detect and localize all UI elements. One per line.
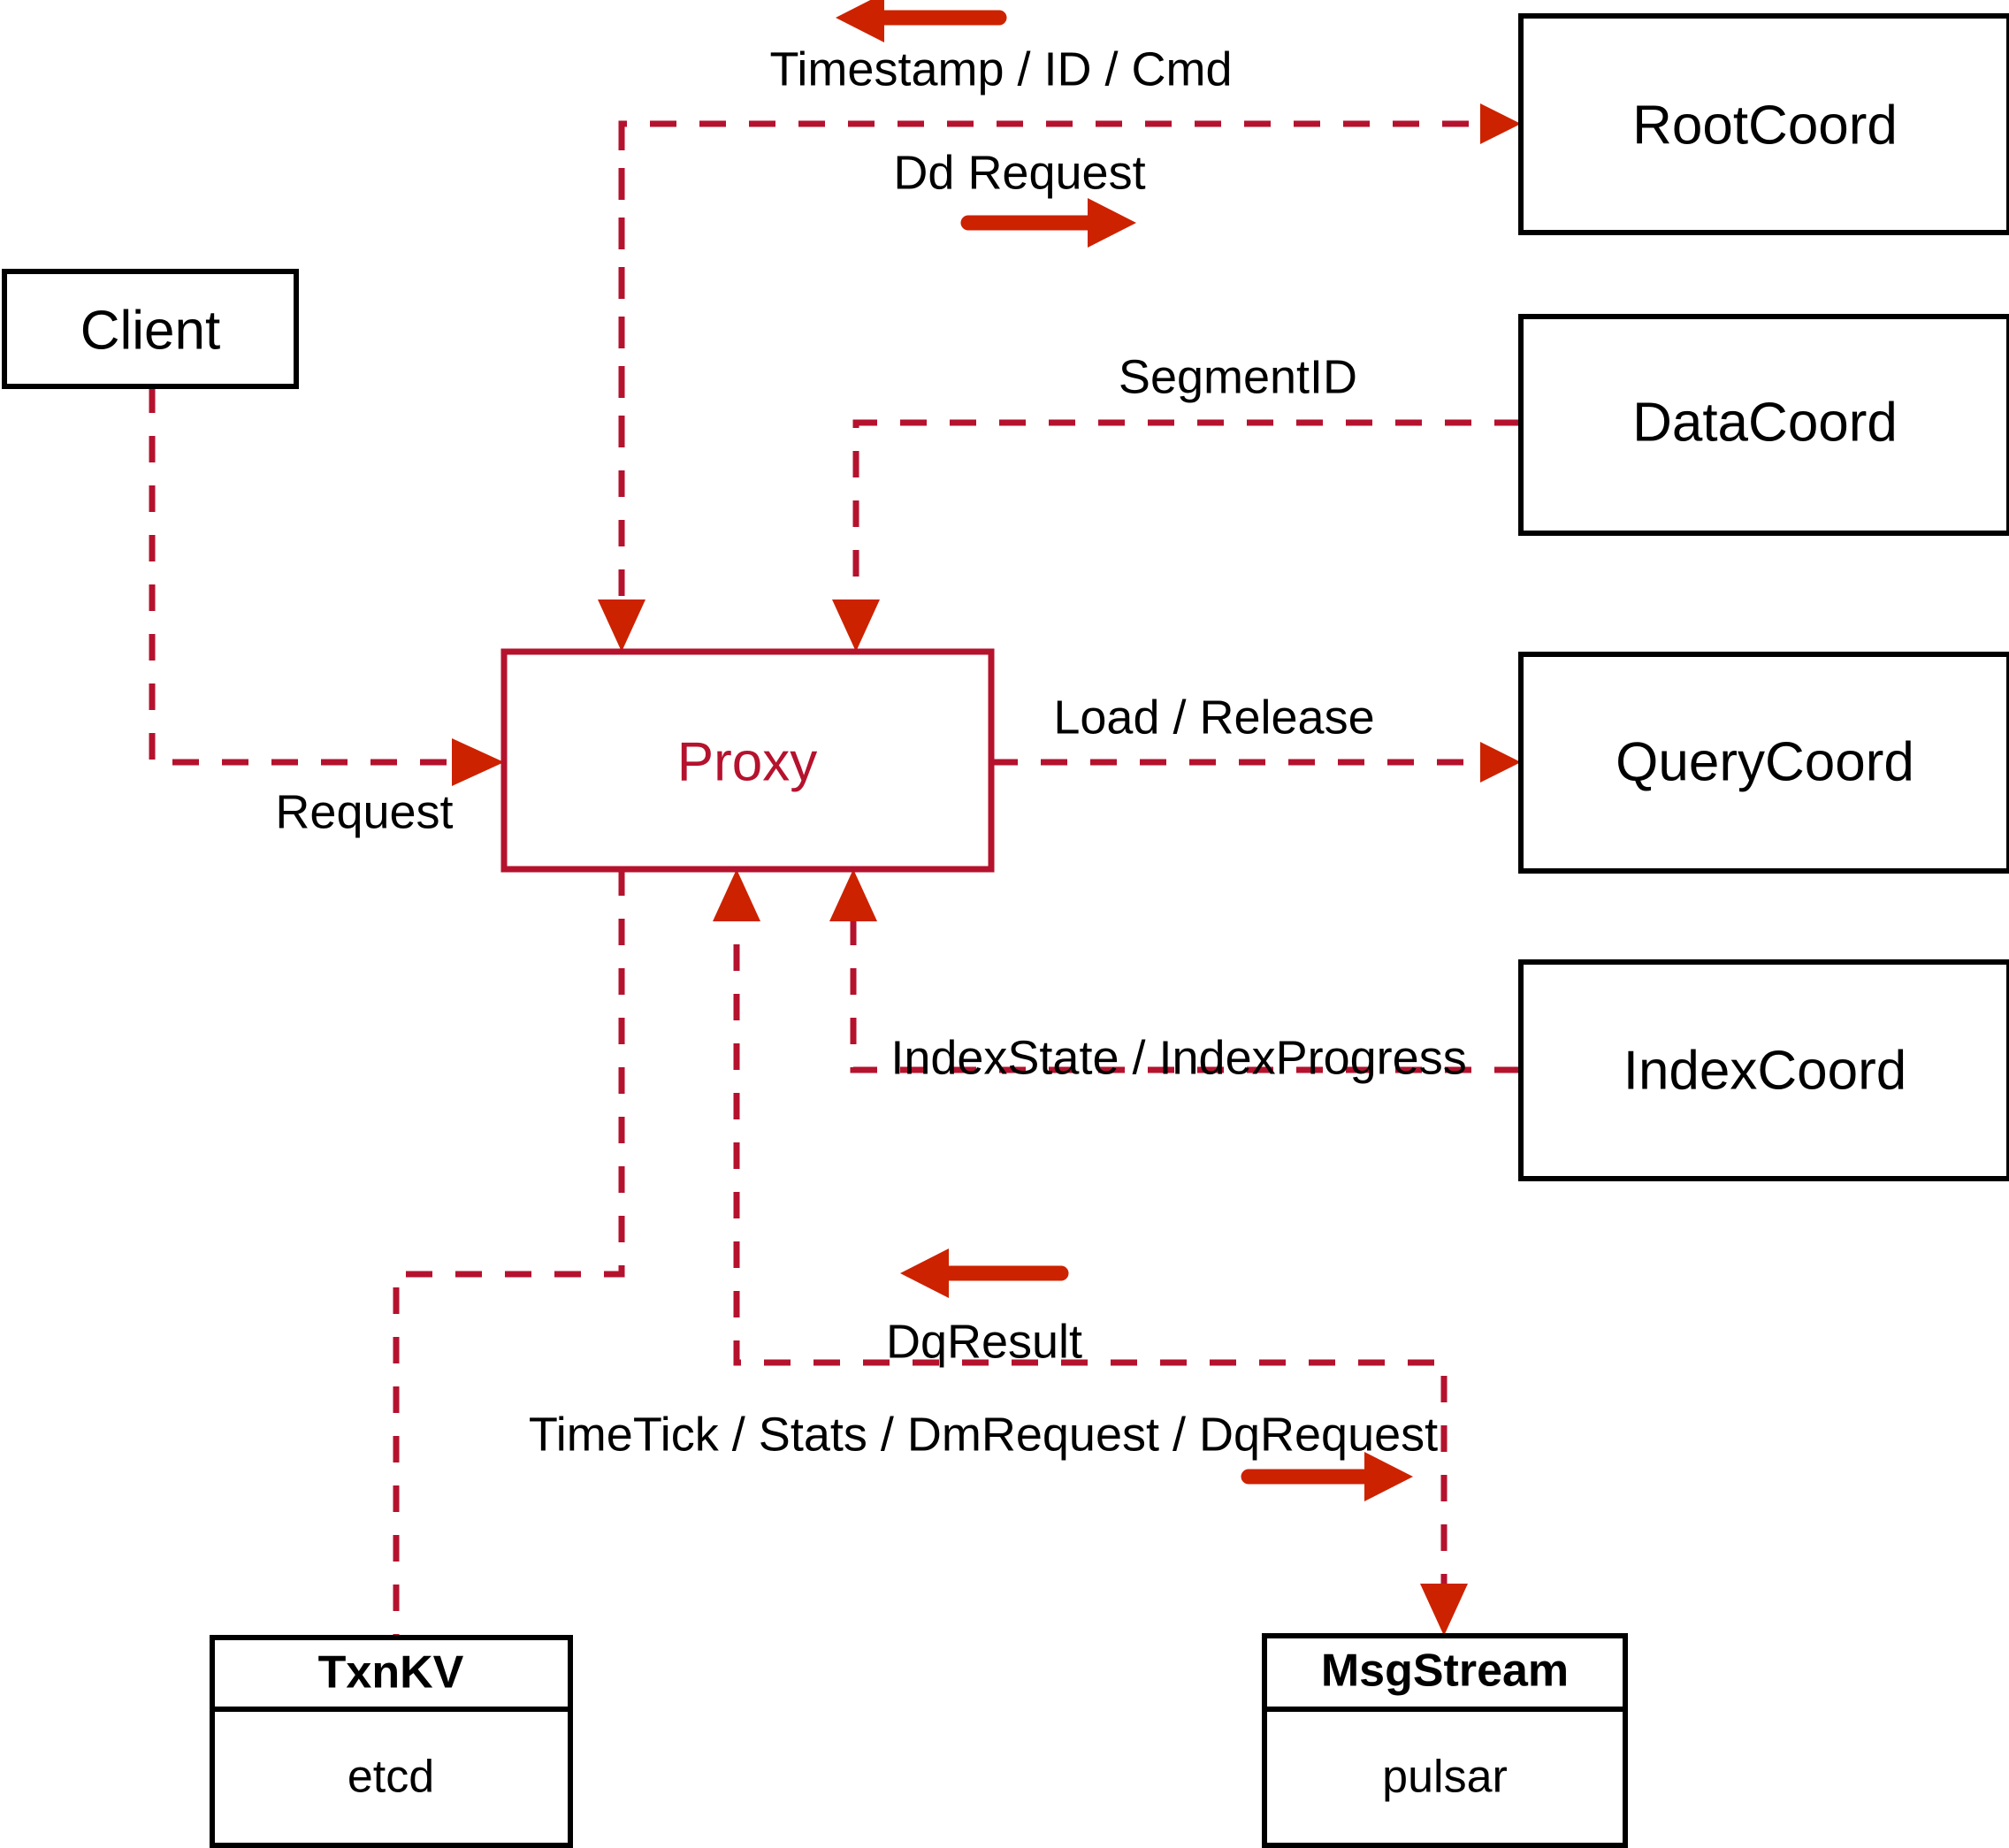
node-client[interactable]: Client [2,269,299,389]
arrowhead-rootcoord [1480,103,1521,144]
arrowhead-proxy-bottom-right [829,869,877,921]
arrowhead-proxy-top-right [832,599,880,652]
node-indexcoord[interactable]: IndexCoord [1518,959,2009,1181]
node-indexcoord-label: IndexCoord [1623,1040,1907,1101]
node-rootcoord-label: RootCoord [1632,95,1898,156]
direction-arrow-dqresult [900,1249,1069,1298]
edge-label-timestamp-id-cmd: Timestamp / ID / Cmd [769,42,1232,95]
node-proxy[interactable]: Proxy [500,648,995,873]
direction-arrow-timestamp [836,0,1007,42]
edge-label-dqresult: DqResult [886,1315,1082,1368]
node-txnkv[interactable]: TxnKV etcd [210,1635,573,1848]
node-msgstream[interactable]: MsgStream pulsar [1262,1633,1628,1848]
node-client-label: Client [80,300,221,361]
node-datacoord[interactable]: DataCoord [1518,314,2009,536]
node-datacoord-label: DataCoord [1632,392,1898,453]
edge-label-load-release: Load / Release [1053,691,1374,744]
flow-indexcoord-proxy [850,895,1521,1073]
node-proxy-label: Proxy [677,731,817,792]
direction-arrow-dd-request [960,198,1136,248]
node-querycoord-label: QueryCoord [1616,731,1914,792]
edge-label-timetick-stats: TimeTick / Stats / DmRequest / DqRequest [529,1408,1438,1461]
edge-label-request: Request [275,785,453,838]
flow-proxy-txnkv [393,869,625,1638]
node-msgstream-title: MsgStream [1321,1646,1569,1697]
flow-client-proxy [149,386,477,766]
arrowhead-msgstream [1420,1584,1468,1636]
direction-arrow-timetick [1241,1452,1413,1501]
node-querycoord[interactable]: QueryCoord [1518,652,2009,874]
edge-label-segment-id: SegmentID [1119,350,1357,403]
node-rootcoord[interactable]: RootCoord [1518,13,2009,235]
node-txnkv-impl: etcd [348,1752,434,1803]
edge-label-dd-request: Dd Request [893,146,1145,199]
node-txnkv-title: TxnKV [318,1647,464,1699]
flow-datacoord-proxy [852,419,1521,626]
arrowhead-proxy-left [452,738,504,786]
arrowhead-querycoord [1480,742,1521,783]
arrowhead-proxy-bottom-mid [713,869,760,921]
flow-proxy-msgstream [733,895,1448,1611]
edge-label-index-state: IndexState / IndexProgress [890,1031,1466,1084]
node-msgstream-impl: pulsar [1382,1752,1508,1803]
arrowhead-proxy-top-left [598,599,645,652]
